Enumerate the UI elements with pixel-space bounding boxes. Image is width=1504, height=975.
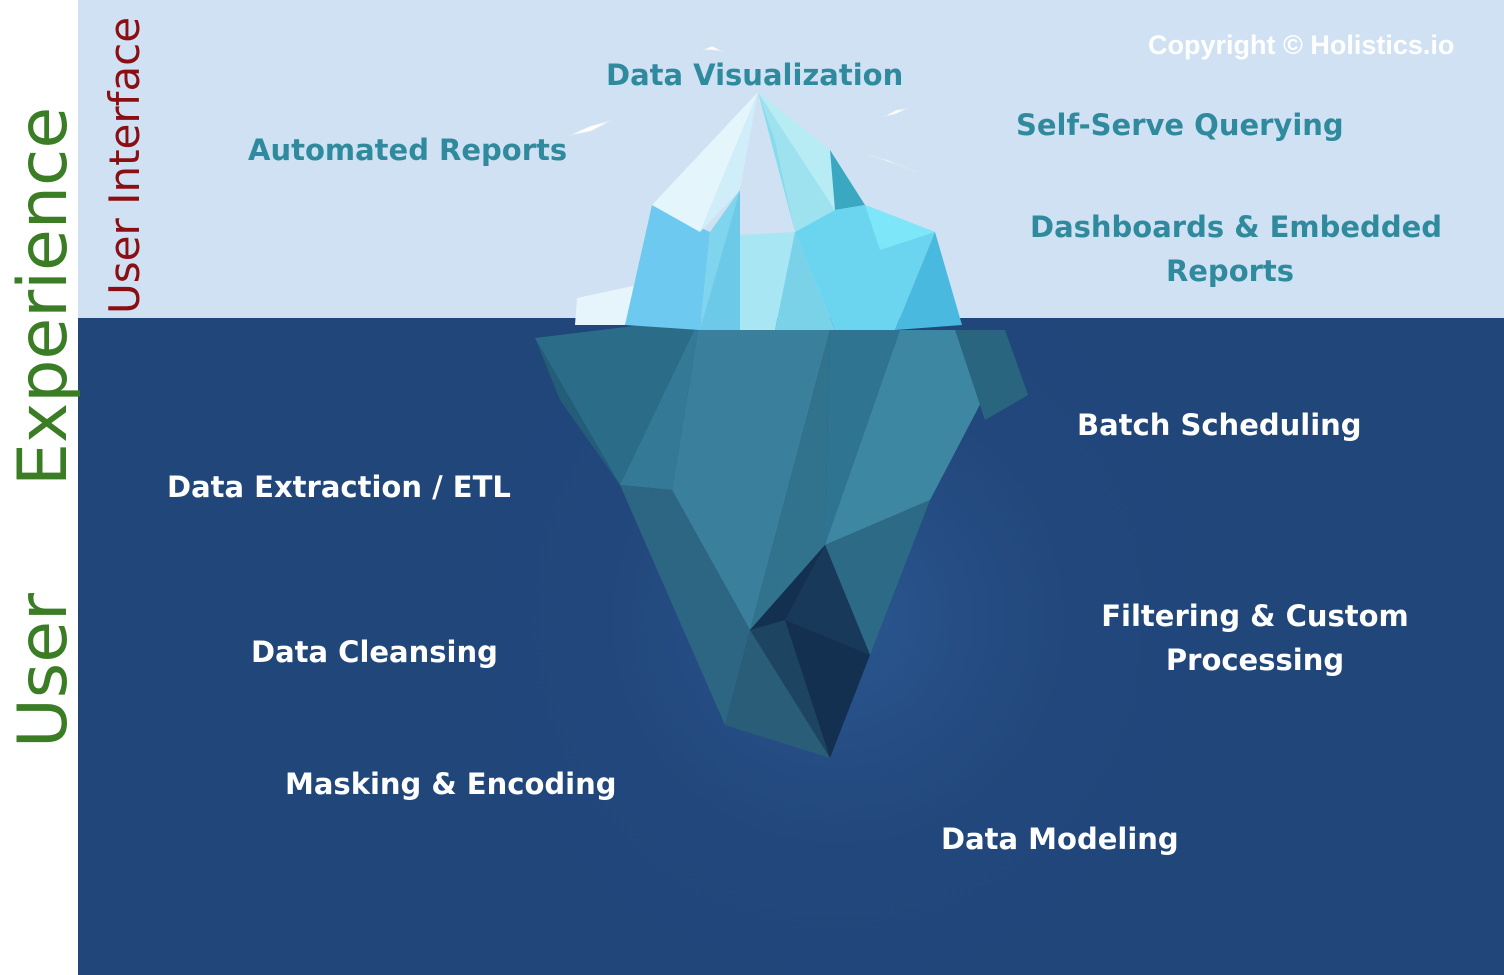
seagull-icon	[567, 119, 613, 137]
seagulls	[567, 45, 917, 173]
user-interface-label: User Interface	[100, 16, 149, 314]
iceberg-underwater	[535, 318, 1028, 758]
self-serve-querying-label: Self-Serve Querying	[1016, 108, 1344, 142]
data-modeling-label: Data Modeling	[941, 822, 1179, 856]
dashboards-line-1: Dashboards & Embedded	[1030, 210, 1443, 244]
filtering-line-2: Processing	[1165, 643, 1345, 677]
filtering-line-1: Filtering & Custom	[1101, 599, 1409, 633]
user-label: User	[4, 593, 83, 748]
dashboards-line-2: Reports	[1165, 254, 1295, 288]
iceberg-tip	[575, 92, 962, 330]
masking-encoding-label: Masking & Encoding	[285, 767, 617, 801]
data-cleansing-label: Data Cleansing	[251, 635, 498, 669]
seagull-icon	[701, 45, 725, 53]
data-visualization-label: Data Visualization	[606, 58, 904, 92]
dashboards-embedded-reports-label: Dashboards & Embedded Reports	[1030, 205, 1443, 293]
batch-scheduling-label: Batch Scheduling	[1077, 408, 1362, 442]
copyright-notice: Copyright © Holistics.io	[1148, 30, 1455, 60]
filtering-custom-processing-label: Filtering & Custom Processing	[1100, 594, 1410, 682]
experience-label: Experience	[4, 106, 83, 486]
seagull-icon	[867, 154, 917, 173]
data-extraction-etl-label: Data Extraction / ETL	[167, 470, 511, 504]
automated-reports-label: Automated Reports	[248, 133, 568, 167]
seagull-icon	[882, 107, 909, 118]
